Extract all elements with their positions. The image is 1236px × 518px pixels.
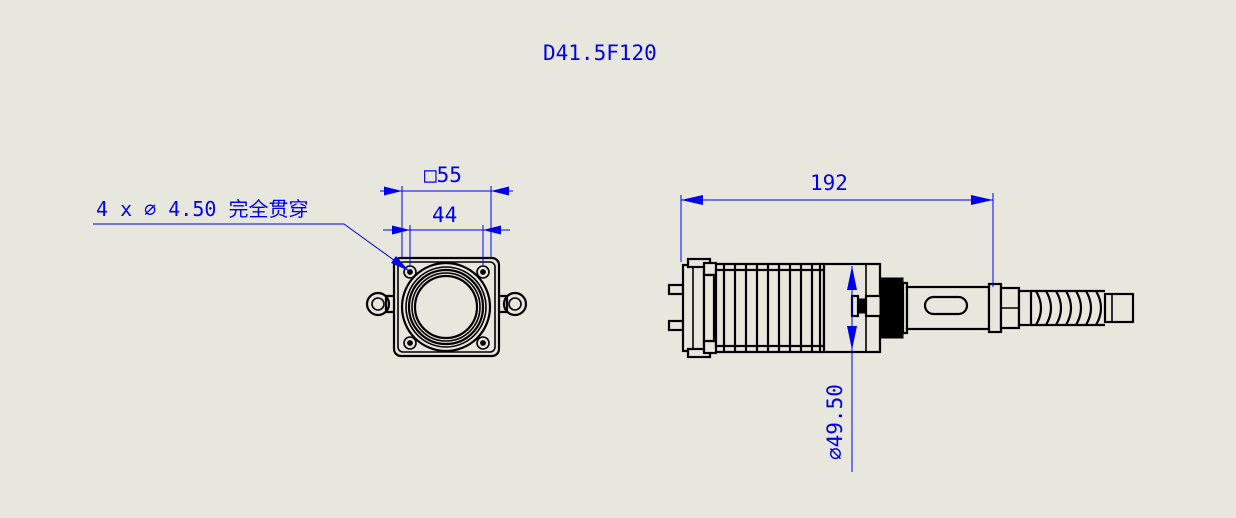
side-view-bellows	[714, 262, 826, 354]
corner-hole-bottom-right	[476, 336, 490, 350]
side-view-oval-slot	[923, 295, 969, 316]
front-view-right-lug	[498, 291, 528, 317]
side-view-cable-coil	[1031, 289, 1105, 327]
front-view-flange-plate	[392, 256, 501, 358]
dimension-overall-length: 192	[680, 171, 994, 287]
dimension-flange-outer-label: □55	[424, 163, 462, 187]
front-view-corner-holes	[403, 265, 490, 350]
dimension-hole-spacing-label: 44	[432, 203, 457, 227]
corner-hole-bottom-left	[403, 336, 417, 350]
corner-hole-top-left	[403, 265, 417, 279]
hole-callout-note: 4 x ⌀ 4.50 完全贯穿	[93, 197, 410, 272]
dimension-overall-length-label: 192	[810, 171, 848, 195]
dimension-body-diameter-label: ⌀49.50	[823, 384, 847, 460]
front-view-bore-rings	[400, 261, 492, 353]
dimension-body-diameter: ⌀49.50	[823, 266, 857, 472]
corner-hole-top-right	[476, 265, 490, 279]
side-view-knurled-ring	[879, 277, 909, 339]
front-view	[365, 256, 528, 358]
hole-callout-arrowhead	[391, 256, 409, 271]
front-view-left-lug	[365, 291, 395, 317]
side-view-connector-barrel	[987, 282, 1033, 334]
dimension-hole-spacing: 44	[383, 203, 510, 265]
hole-callout-label: 4 x ⌀ 4.50 完全贯穿	[96, 197, 308, 221]
side-view-body-boss	[850, 294, 884, 318]
side-view-rear-flange	[667, 257, 718, 359]
side-view-cable-tail	[1103, 292, 1135, 324]
side-view-slotted-tube	[905, 285, 991, 331]
dimension-flange-outer: □55	[380, 163, 513, 258]
drawing-title: D41.5F120	[543, 41, 657, 65]
